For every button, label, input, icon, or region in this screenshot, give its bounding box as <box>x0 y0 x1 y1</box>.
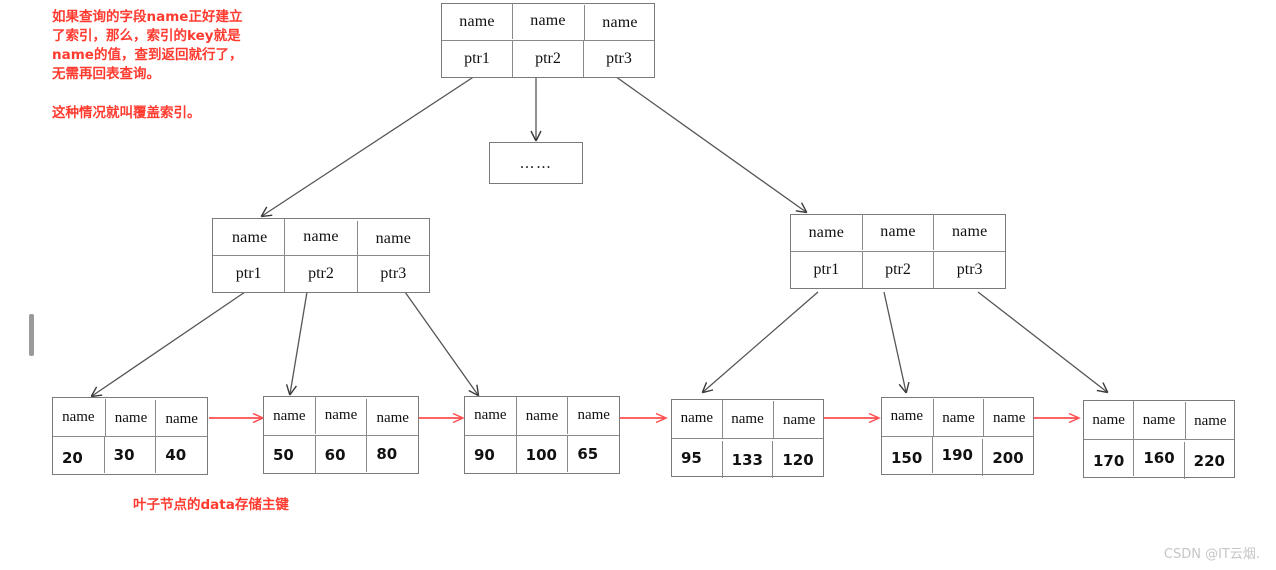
leaf-key-row: name name name <box>882 398 1033 437</box>
leaf-value: 80 <box>366 435 418 472</box>
leaf-key-row: name name name <box>1084 401 1234 440</box>
edge-left-internal-to-leaf-1 <box>90 291 246 398</box>
left-internal-key-0: name <box>231 229 268 246</box>
internal-node-right[interactable]: name name name ptr1 ptr2 ptr3 <box>790 214 1006 289</box>
covering-index-note: 如果查询的字段name正好建立 了索引，那么，索引的key就是 name的值，查… <box>52 9 243 121</box>
leaf-key: name <box>721 400 773 438</box>
root-key-row: name name name <box>442 3 655 41</box>
edge-right-internal-to-leaf-5 <box>883 291 910 394</box>
leaf-value: 20 <box>62 448 83 467</box>
root-key-0: name <box>459 13 495 30</box>
leaf-node[interactable]: name name name 90 100 65 <box>464 396 620 474</box>
leaf-key-row: name name name <box>672 400 823 439</box>
leaf-key: name <box>773 401 824 439</box>
left-internal-ptr-0: ptr1 <box>235 265 262 282</box>
root-key-1: name <box>512 3 583 39</box>
leaf-key: name <box>932 399 984 437</box>
root-key-2: name <box>584 5 655 41</box>
leaf-key: name <box>155 400 207 438</box>
edge-left-internal-to-leaf-3 <box>404 291 480 397</box>
leaf-value: 65 <box>567 435 619 472</box>
leaf-value: 220 <box>1183 442 1234 479</box>
leaf-key-row: name name name <box>465 396 619 436</box>
leaf-key-row: name name name <box>264 396 418 437</box>
leaf-value: 40 <box>155 436 207 473</box>
edge-right-internal-to-leaf-4 <box>701 291 819 394</box>
leaf-value: 133 <box>721 441 773 478</box>
left-internal-ptr-1: ptr2 <box>284 256 356 292</box>
internal-node-left[interactable]: name name name ptr1 ptr2 ptr3 <box>212 218 430 293</box>
leaf-value-row: 150 190 200 <box>882 436 1033 476</box>
root-ptr-2: ptr3 <box>583 41 654 77</box>
leaf-node[interactable]: name name name 170 160 220 <box>1083 400 1235 479</box>
leaf-key-row: name name name <box>53 398 207 438</box>
root-ptr-0: ptr1 <box>464 50 490 67</box>
leaf-value: 150 <box>891 448 923 467</box>
leaf-node[interactable]: name name name 50 60 80 <box>263 396 419 474</box>
leaf-key: name <box>1133 401 1183 439</box>
edge-root-to-right-internal <box>611 73 808 214</box>
leaf-value: 50 <box>273 445 294 464</box>
leaf-value: 95 <box>681 448 702 467</box>
leaf-value: 30 <box>103 436 156 473</box>
edge-right-internal-to-leaf-6 <box>977 291 1109 394</box>
leaf-key: name <box>104 399 157 437</box>
leaf-data-note: 叶子节点的data存储主键 <box>133 497 289 513</box>
leaf-key: name <box>890 407 924 424</box>
placeholder-node[interactable]: …… <box>489 142 583 184</box>
leaf-key: name <box>1092 411 1125 428</box>
leaf-value-row: 20 30 40 <box>53 436 207 474</box>
left-internal-key-1: name <box>284 219 356 255</box>
root-ptr-row: ptr1 ptr2 ptr3 <box>442 41 654 77</box>
right-internal-ptr-0: ptr1 <box>813 261 840 278</box>
leaf-value: 160 <box>1133 439 1183 476</box>
leaf-value: 170 <box>1093 451 1125 470</box>
right-internal-key-row: name name name <box>791 214 1005 252</box>
right-internal-ptr-2: ptr3 <box>933 252 1005 288</box>
right-internal-ptr-1: ptr2 <box>861 252 934 288</box>
csdn-watermark: CSDN @IT云烟. <box>1163 547 1260 562</box>
leaf-value: 60 <box>314 436 367 473</box>
right-internal-key-1: name <box>861 214 934 250</box>
leaf-value: 90 <box>474 445 495 464</box>
leaf-node[interactable]: name name name 150 190 200 <box>881 397 1034 476</box>
right-internal-key-2: name <box>933 214 1005 250</box>
leaf-key: name <box>1184 402 1235 440</box>
right-internal-key-0: name <box>808 224 845 241</box>
leaf-key: name <box>515 397 568 435</box>
leaf-value-row: 90 100 65 <box>465 435 619 473</box>
leaf-value: 100 <box>515 436 568 473</box>
leaf-key: name <box>567 396 619 434</box>
root-node[interactable]: name name name ptr1 ptr2 ptr3 <box>441 3 655 78</box>
left-internal-ptr-2: ptr3 <box>356 256 429 292</box>
leaf-key: name <box>680 409 714 426</box>
edge-left-internal-to-leaf-2 <box>285 291 308 396</box>
left-edge-artifact <box>29 314 34 356</box>
leaf-node[interactable]: name name name 20 30 40 <box>52 397 208 475</box>
leaf-value-row: 170 160 220 <box>1084 439 1234 479</box>
right-internal-ptr-row: ptr1 ptr2 ptr3 <box>791 252 1005 288</box>
leaf-key: name <box>366 399 418 437</box>
leaf-key: name <box>62 408 95 425</box>
left-internal-key-row: name name name <box>213 219 429 257</box>
leaf-node[interactable]: name name name 95 133 120 <box>671 399 824 478</box>
leaf-key: name <box>273 407 306 424</box>
leaf-key: name <box>983 399 1034 437</box>
leaf-key: name <box>474 406 507 423</box>
leaf-key: name <box>314 396 367 434</box>
left-internal-key-2: name <box>356 221 429 257</box>
leaf-value: 120 <box>772 441 823 478</box>
left-internal-ptr-row: ptr1 ptr2 ptr3 <box>213 256 429 292</box>
leaf-value: 200 <box>982 439 1033 476</box>
leaf-value: 190 <box>931 436 983 473</box>
leaf-value-row: 95 133 120 <box>672 439 823 478</box>
leaf-value-row: 50 60 80 <box>264 435 418 473</box>
root-ptr-1: ptr2 <box>512 41 583 77</box>
edge-root-to-left-internal <box>260 73 479 218</box>
ellipsis-label: …… <box>519 154 553 172</box>
